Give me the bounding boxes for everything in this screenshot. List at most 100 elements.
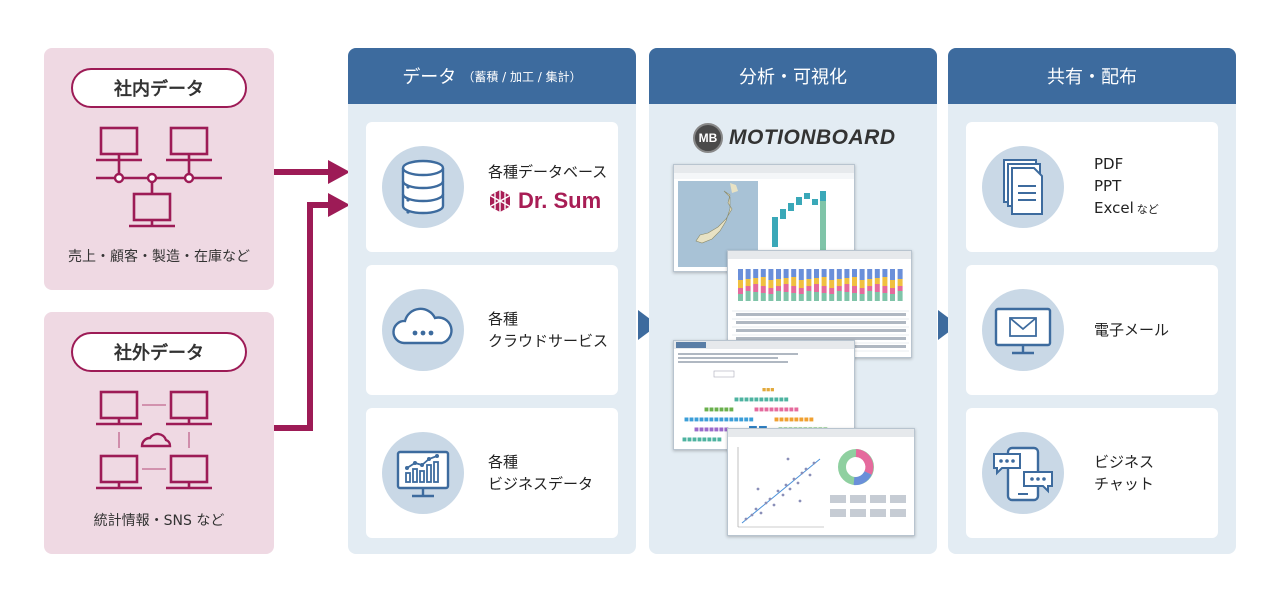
thumbnail-bar-segment xyxy=(745,269,751,279)
share-column-header: 共有・配布 xyxy=(948,48,1236,104)
cloud-network-icon xyxy=(96,390,212,490)
thumbnail-bar-segment xyxy=(738,269,743,280)
database-card-label: 各種データベース xyxy=(488,163,608,181)
thumbnail-bar-segment xyxy=(836,269,842,279)
dr-sum-cube-icon xyxy=(489,190,511,212)
database-icon xyxy=(382,146,464,228)
cloud-card-line2: クラウドサービス xyxy=(488,332,609,350)
thumbnail-bar-segment xyxy=(776,291,781,301)
thumbnail-bar-segment xyxy=(760,293,766,301)
internal-data-box: 社内データ 売上・顧客・製造・在庫など xyxy=(44,48,274,290)
thumbnail-bar-segment xyxy=(768,288,774,294)
data-column: データ （蓄積 / 加工 / 集計） 各種データベース xyxy=(348,48,636,554)
thumbnail-bar-segment xyxy=(874,284,880,292)
thumbnail-bar-segment xyxy=(760,277,766,286)
svg-text:◼◼◼◼◼◼◼: ◼◼◼◼◼◼◼ xyxy=(694,426,729,433)
thumbnail-bar-segment xyxy=(738,294,743,301)
motionboard-logo: MB MOTIONBOARD xyxy=(693,122,896,154)
thumbnail-bar-segment xyxy=(897,269,903,279)
thumbnail-bar-segment xyxy=(798,288,804,294)
thumbnail-bar-segment xyxy=(867,269,873,279)
thumbnail-bar-segment xyxy=(791,269,797,277)
motionboard-wordmark: MOTIONBOARD xyxy=(729,126,896,149)
dr-sum-logo: Dr. Sum xyxy=(488,189,607,213)
thumbnail-bar-segment xyxy=(760,286,766,293)
thumbnail-bar-segment xyxy=(821,293,827,301)
thumbnail-bar-segment xyxy=(829,294,835,301)
cloud-service-card: 各種 クラウドサービス xyxy=(366,265,618,395)
thumbnail-bar-segment xyxy=(806,279,812,286)
chat-label-line1: ビジネス xyxy=(1094,453,1155,471)
thumbnail-bar-segment xyxy=(738,288,743,294)
thumbnail-bar-segment xyxy=(844,284,850,292)
thumbnail-bar-segment xyxy=(798,280,804,288)
format-ppt: PPT xyxy=(1094,177,1122,195)
thumbnail-bar-segment xyxy=(829,288,835,294)
thumbnail-bar-segment xyxy=(890,280,895,288)
thumbnail-bar-segment xyxy=(806,291,812,301)
format-pdf: PDF xyxy=(1094,155,1124,173)
thumbnail-bar-segment xyxy=(882,269,888,277)
thumbnail-bar-segment xyxy=(791,277,797,286)
format-excel: Excel xyxy=(1094,199,1134,217)
thumbnail-bar-segment xyxy=(890,288,895,294)
internal-data-examples: 売上・顧客・製造・在庫など xyxy=(68,249,250,265)
thumbnail-bar-segment xyxy=(890,294,895,301)
thumbnail-bar-segment xyxy=(806,269,812,279)
thumbnail-bar-segment xyxy=(776,269,781,279)
thumbnail-bar-segment xyxy=(821,277,827,286)
email-card: 電子メール xyxy=(966,265,1218,395)
thumbnail-bar-segment xyxy=(836,279,842,286)
svg-text:◼◼◼◼◼◼◼◼: ◼◼◼◼◼◼◼◼ xyxy=(682,436,722,443)
thumbnail-bar-segment xyxy=(753,269,759,278)
svg-text:◼◼◼◼◼◼: ◼◼◼◼◼◼ xyxy=(704,406,734,413)
svg-text:◼◼◼◼◼◼◼◼◼: ◼◼◼◼◼◼◼◼◼ xyxy=(754,406,799,413)
network-icon xyxy=(96,126,222,228)
thumbnail-bar-segment xyxy=(844,278,850,284)
thumbnail-bar-segment xyxy=(890,269,895,280)
dashboard-scatter-screenshot xyxy=(727,428,915,536)
thumbnail-bar-segment xyxy=(760,269,766,277)
thumbnail-bar-segment xyxy=(867,279,873,286)
thumbnail-bar-segment xyxy=(844,269,850,278)
monitor-chart-icon xyxy=(382,432,464,514)
thumbnail-bar-segment xyxy=(821,269,827,277)
thumbnail-bar-segment xyxy=(783,284,789,292)
chat-label-line2: チャット xyxy=(1094,475,1154,493)
thumbnail-bar-segment xyxy=(852,293,857,301)
thumbnail-bar-segment xyxy=(859,294,865,301)
external-data-box: 社外データ 統計情報・SNS など xyxy=(44,312,274,554)
thumbnail-bar-segment xyxy=(753,284,759,292)
thumbnail-bar-segment xyxy=(821,286,827,293)
thumbnail-bar-segment xyxy=(867,291,873,301)
thumbnail-bar-segment xyxy=(745,279,751,286)
thumbnail-bar-segment xyxy=(814,292,819,301)
thumbnail-bar-segment xyxy=(852,269,857,277)
viz-column-header: 分析・可視化 xyxy=(649,48,937,104)
thumbnail-bar-segment xyxy=(806,286,812,291)
thumbnail-bar-segment xyxy=(745,286,751,291)
thumbnail-bar-segment xyxy=(859,269,865,280)
svg-text:◼◼◼: ◼◼◼ xyxy=(762,387,774,393)
thumbnail-bar-segment xyxy=(874,292,880,301)
thumbnail-bar-segment xyxy=(738,280,743,288)
thumbnail-bar-segment xyxy=(814,269,819,278)
business-data-line1: 各種 xyxy=(488,453,519,471)
svg-text:◼◼◼◼◼◼◼◼: ◼◼◼◼◼◼◼◼ xyxy=(774,416,814,423)
thumbnail-bar-segment xyxy=(882,286,888,293)
thumbnail-bar-segment xyxy=(897,291,903,301)
data-column-header: データ （蓄積 / 加工 / 集計） xyxy=(348,48,636,104)
thumbnail-bar-segment xyxy=(897,279,903,286)
source-connector-arrows xyxy=(274,160,350,431)
thumbnail-bar-segment xyxy=(768,294,774,301)
external-data-examples: 統計情報・SNS など xyxy=(93,513,225,529)
business-data-card: 各種 ビジネスデータ xyxy=(366,408,618,538)
thumbnail-bar-segment xyxy=(783,278,789,284)
thumbnail-bar-segment xyxy=(798,294,804,301)
share-column-title: 共有・配布 xyxy=(1047,67,1137,88)
external-data-title: 社外データ xyxy=(71,332,247,372)
thumbnail-bar-segment xyxy=(753,278,759,284)
thumbnail-bar-segment xyxy=(814,284,819,292)
